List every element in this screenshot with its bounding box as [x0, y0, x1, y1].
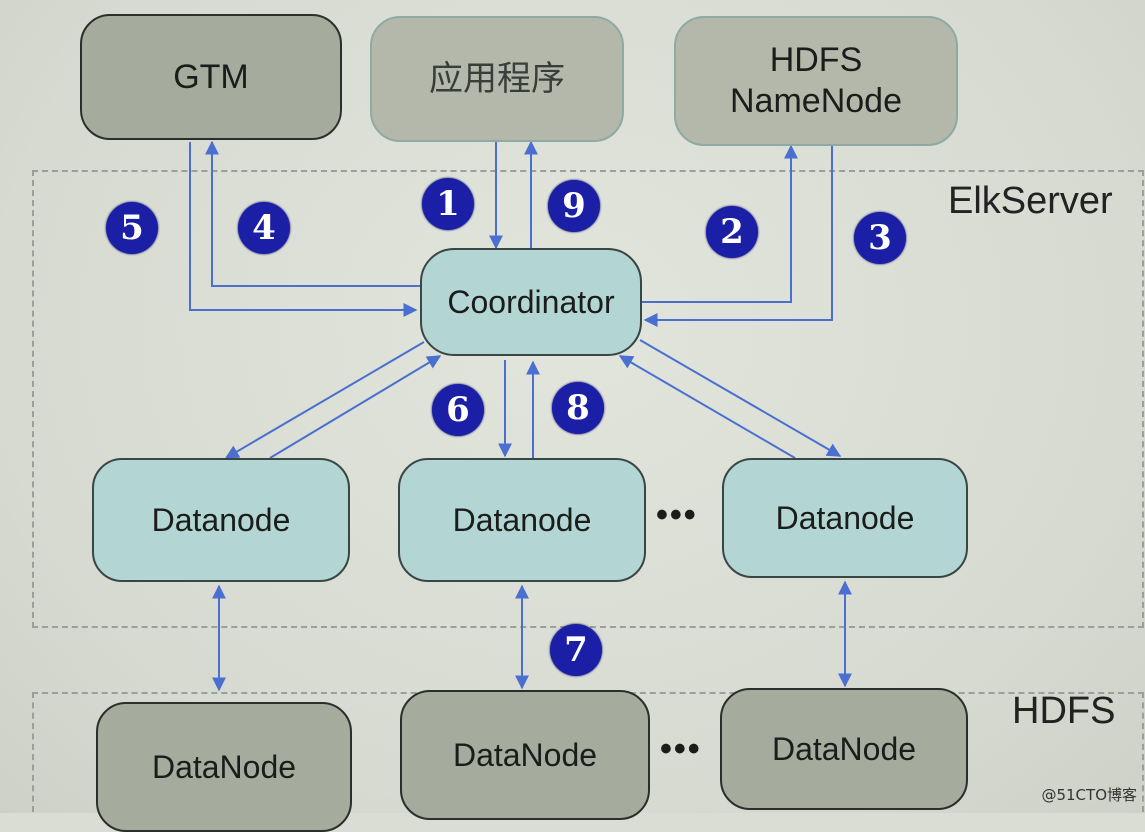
arrow-coordinator-to-datanode-right — [639, 339, 842, 457]
step-badge-8: 8 — [552, 382, 604, 434]
datanode-middle: Datanode — [398, 458, 646, 582]
hdfs-namenode-node: HDFS NameNode — [674, 16, 958, 146]
hdfs-datanode-label: DataNode — [151, 748, 297, 785]
step-badge-7: 7 — [550, 624, 602, 676]
hdfs-datanode-left: DataNode — [96, 702, 352, 832]
hdfs-label: HDFS — [1012, 690, 1116, 732]
namenode-label-line1: HDFS — [769, 41, 863, 80]
hdfs-datanode-label: DataNode — [452, 736, 598, 773]
datanode-label: Datanode — [452, 501, 592, 538]
arrow-coordinator-to-namenode — [642, 144, 798, 303]
step-badge-5: 5 — [106, 202, 158, 254]
arrow-coordinator-to-gtm — [205, 140, 420, 287]
coordinator-label: Coordinator — [447, 283, 615, 320]
gtm-label: GTM — [173, 57, 249, 96]
step-badge-9: 9 — [548, 180, 600, 232]
arrow-datanode-right-to-coordinator — [618, 355, 796, 459]
datanode-label: Datanode — [151, 501, 291, 538]
arrow-namenode-to-coordinator — [643, 146, 833, 327]
datanode-label: Datanode — [775, 499, 915, 536]
hdfs-datanode-middle: DataNode — [400, 690, 650, 820]
watermark: @51CTO博客 — [1041, 786, 1137, 804]
elkserver-label: ElkServer — [948, 180, 1113, 222]
arrow-gtm-to-coordinator — [189, 142, 418, 317]
step-badge-6: 6 — [432, 384, 484, 436]
datanode-left: Datanode — [92, 458, 350, 582]
coordinator-node: Coordinator — [420, 248, 642, 356]
application-node: 应用程序 — [370, 16, 624, 142]
datanode-right: Datanode — [722, 458, 968, 578]
step-badge-2: 2 — [706, 206, 758, 258]
step-badge-4: 4 — [238, 202, 290, 254]
step-badge-1: 1 — [422, 178, 474, 230]
step-badge-3: 3 — [854, 212, 906, 264]
hdfs-datanode-right: DataNode — [720, 688, 968, 810]
application-label: 应用程序 — [429, 58, 565, 99]
namenode-label-line2: NameNode — [730, 82, 902, 120]
arrow-coordinator-to-datanode-left — [224, 341, 425, 459]
hdfs-datanode-label: DataNode — [771, 730, 917, 767]
datanode-ellipsis: ••• — [656, 496, 698, 534]
connection-arrows — [189, 140, 852, 692]
gtm-node: GTM — [80, 14, 342, 140]
arrow-datanode-left-to-coordinator — [269, 355, 442, 459]
hdfs-datanode-ellipsis: ••• — [660, 730, 702, 768]
